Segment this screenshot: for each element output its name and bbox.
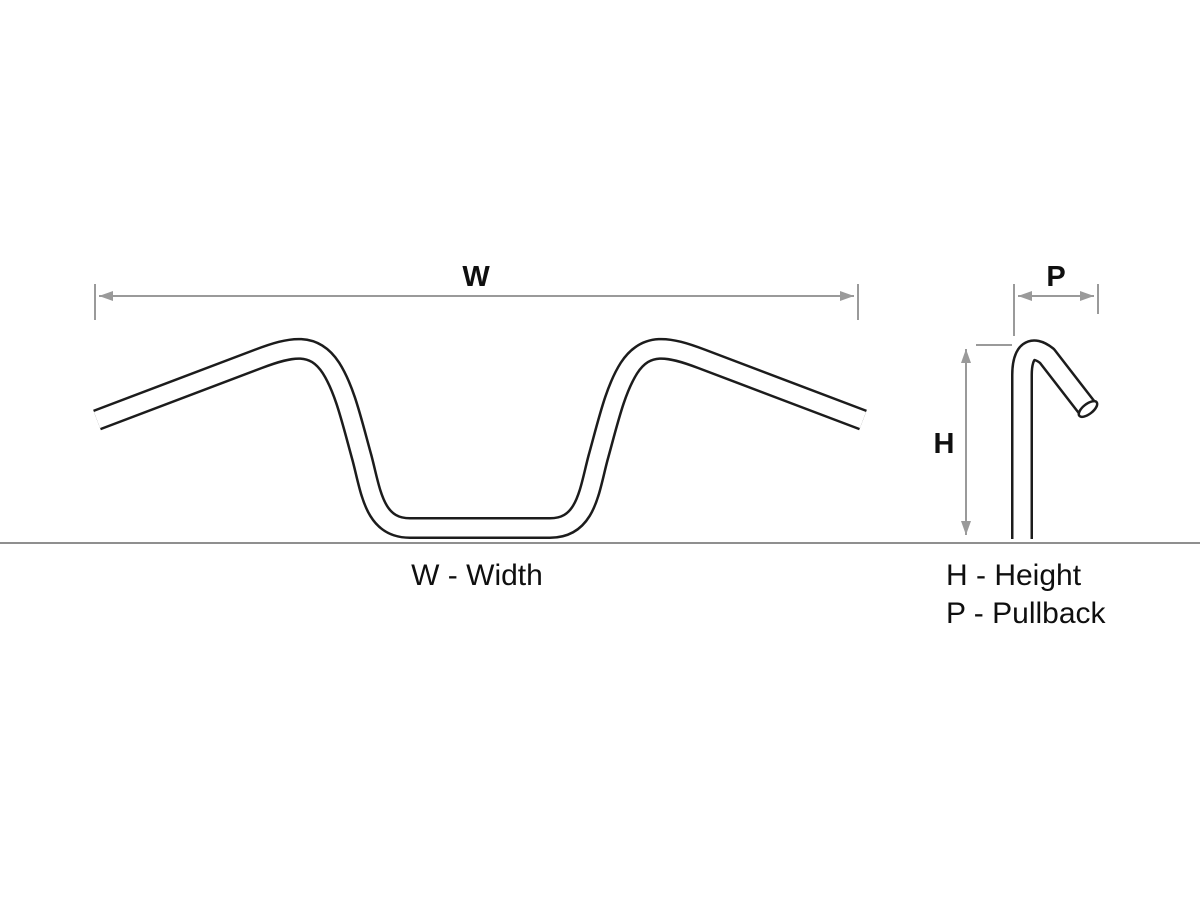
height-caption: H - Height <box>946 559 1082 592</box>
height-dimension-label: H <box>934 428 955 460</box>
tube-open-end <box>1077 399 1099 419</box>
pullback-caption: P - Pullback <box>946 597 1107 630</box>
handlebar-side-tube-fill <box>1013 341 1095 539</box>
side-view: P H H - Height P - Pullback <box>934 261 1107 630</box>
front-view: W W - Width <box>93 261 867 592</box>
pullback-dimension-label: P <box>1046 261 1065 293</box>
handlebar-front-tube-fill <box>93 340 867 537</box>
width-caption: W - Width <box>411 559 543 592</box>
width-dimension-label: W <box>462 261 490 293</box>
